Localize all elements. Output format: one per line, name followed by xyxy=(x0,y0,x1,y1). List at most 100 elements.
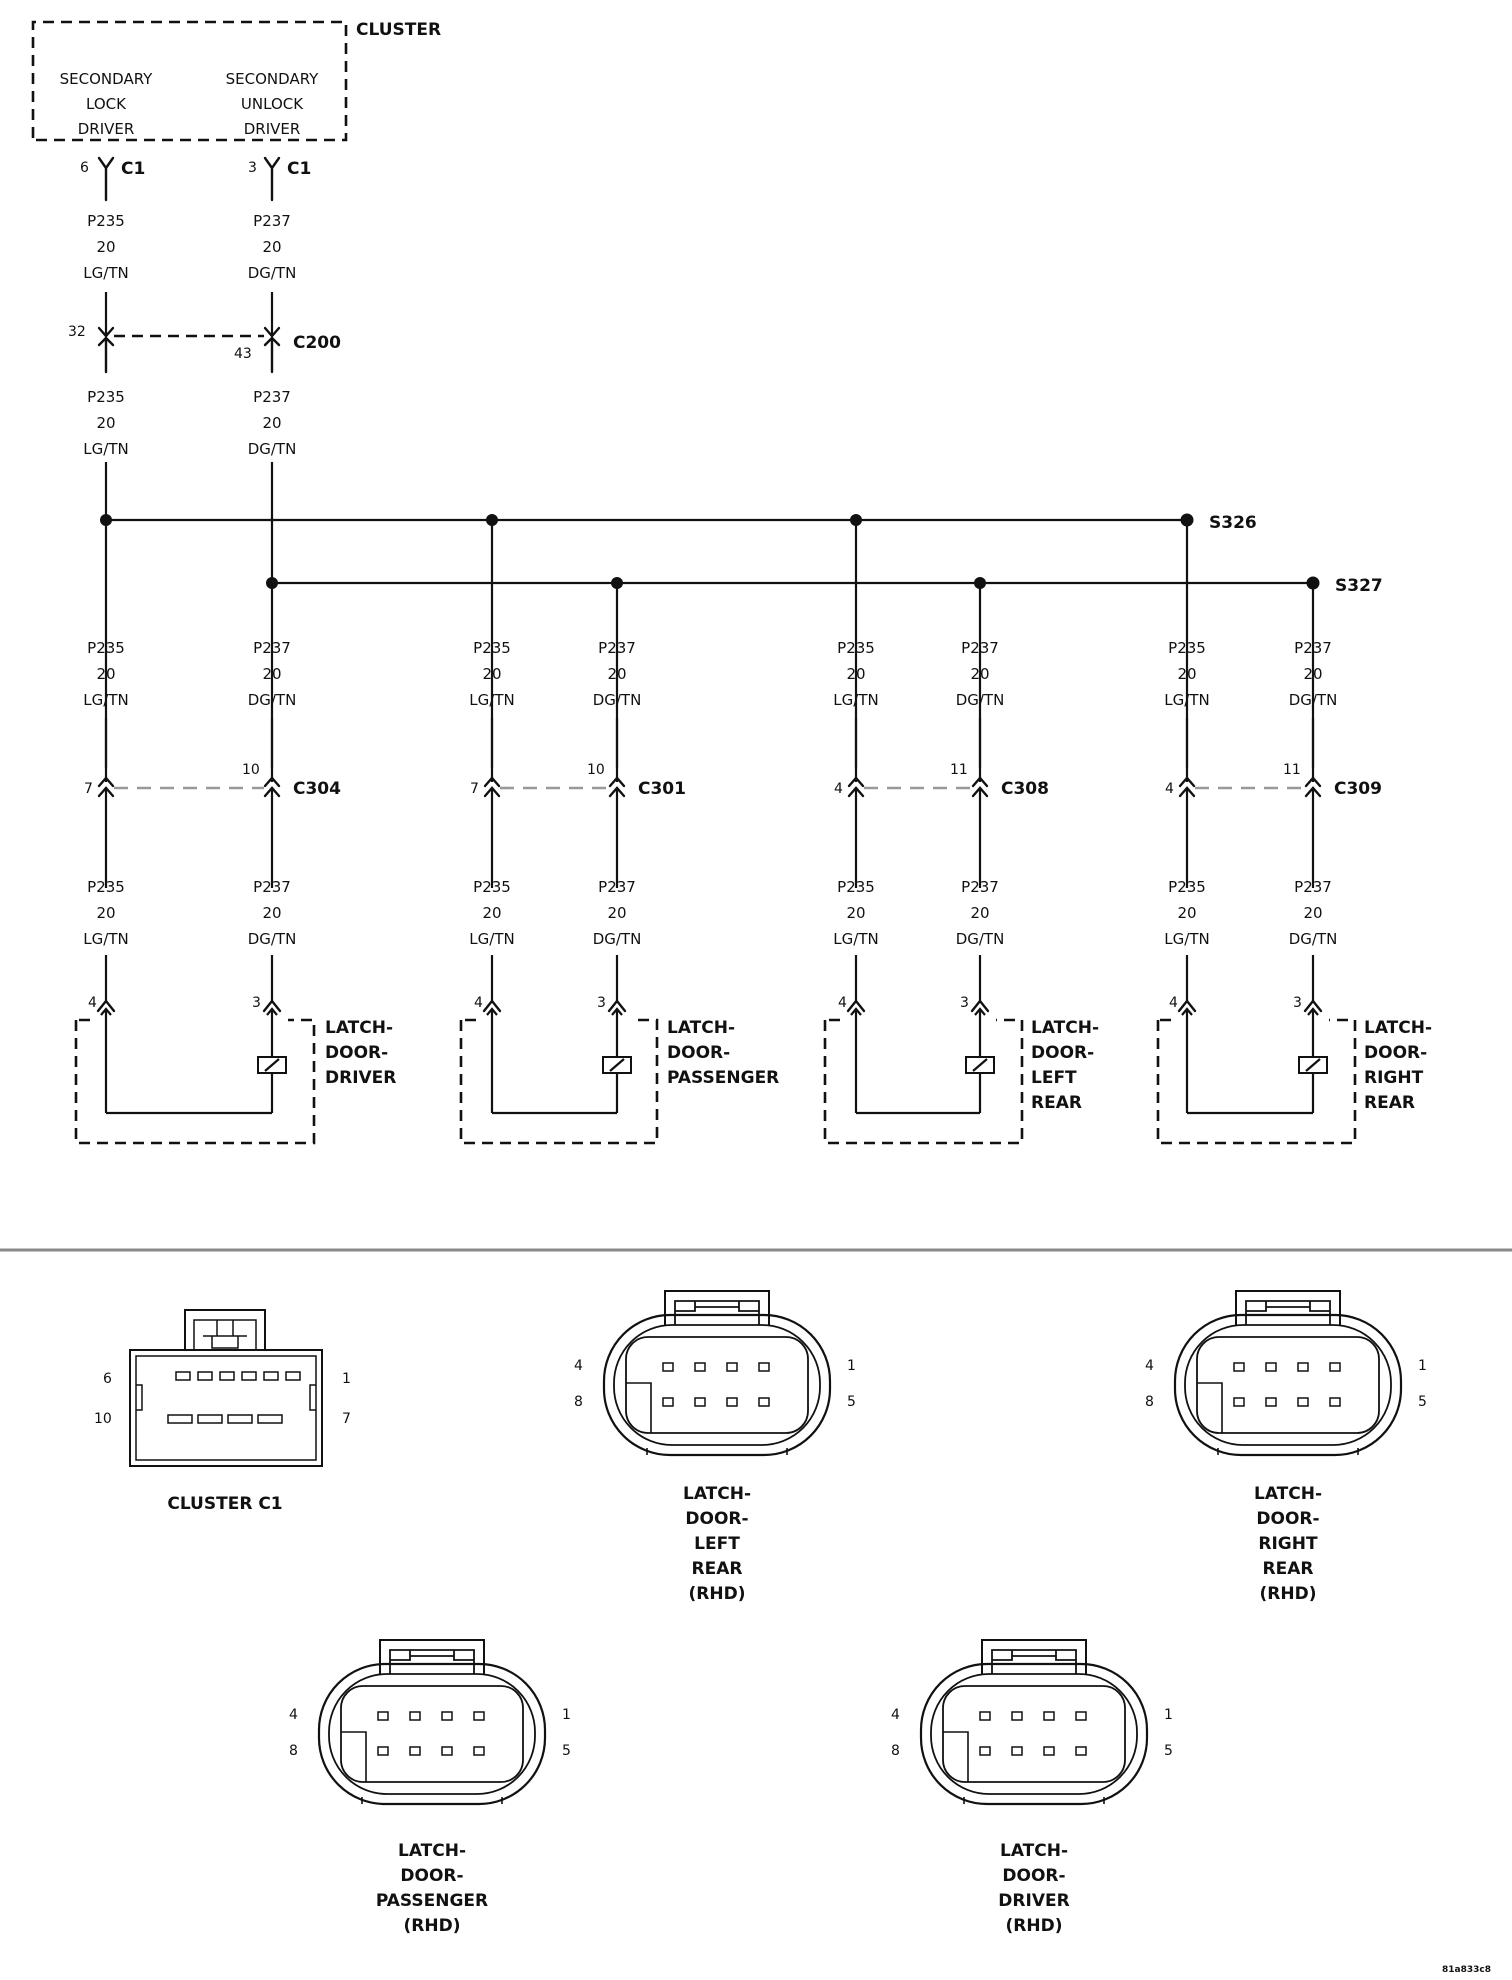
svg-text:5: 5 xyxy=(847,1394,856,1410)
svg-text:3: 3 xyxy=(252,995,261,1011)
svg-text:8: 8 xyxy=(574,1394,583,1410)
svg-text:P237: P237 xyxy=(598,878,636,896)
svg-text:DG/TN: DG/TN xyxy=(593,930,642,948)
door-branch-c308: P23520LG/TNP23720DG/TN411C308P23520LG/TN… xyxy=(823,520,1099,1145)
conn-lock-pin: 4 xyxy=(834,781,843,797)
svg-text:20: 20 xyxy=(846,904,865,922)
conn-lock-pin: 4 xyxy=(1165,781,1174,797)
latch-label-line: DOOR- xyxy=(325,1043,388,1063)
svg-text:20: 20 xyxy=(96,238,115,256)
svg-text:DG/TN: DG/TN xyxy=(248,691,297,709)
c200-label: C200 xyxy=(293,333,341,353)
svg-text:P235: P235 xyxy=(87,212,125,230)
svg-text:DG/TN: DG/TN xyxy=(956,930,1005,948)
svg-text:5: 5 xyxy=(562,1743,571,1759)
conn-lock-pin: 7 xyxy=(84,781,93,797)
svg-text:DG/TN: DG/TN xyxy=(248,264,297,282)
svg-text:5: 5 xyxy=(1418,1394,1427,1410)
latch-label-line: LATCH- xyxy=(1031,1018,1099,1038)
svg-text:LG/TN: LG/TN xyxy=(833,930,878,948)
svg-text:20: 20 xyxy=(846,665,865,683)
latch-view-label-line: DRIVER xyxy=(998,1891,1069,1911)
wire-label-lock-upper: P235 20 LG/TN xyxy=(83,212,128,282)
wire-label-unlock-mid: P237 20 DG/TN xyxy=(248,388,297,458)
latch-label-line: RIGHT xyxy=(1364,1068,1424,1088)
svg-text:20: 20 xyxy=(262,414,281,432)
latch-label-line: REAR xyxy=(1031,1093,1082,1113)
lock-driver-line3: DRIVER xyxy=(78,120,135,138)
svg-text:20: 20 xyxy=(970,665,989,683)
svg-text:P235: P235 xyxy=(87,878,125,896)
unlock-driver-line3: DRIVER xyxy=(244,120,301,138)
figure-id: 81a833c8 xyxy=(1442,1965,1491,1975)
svg-text:8: 8 xyxy=(1145,1394,1154,1410)
svg-text:4: 4 xyxy=(838,995,847,1011)
latch-label-line: REAR xyxy=(1364,1093,1415,1113)
svg-text:LG/TN: LG/TN xyxy=(469,691,514,709)
c1-lock-label: C1 xyxy=(121,159,145,179)
svg-text:4: 4 xyxy=(289,1707,298,1723)
svg-text:DG/TN: DG/TN xyxy=(248,930,297,948)
svg-text:20: 20 xyxy=(607,665,626,683)
svg-text:20: 20 xyxy=(262,665,281,683)
c200-unlock-pin: 43 xyxy=(234,346,252,362)
svg-text:LG/TN: LG/TN xyxy=(833,691,878,709)
svg-text:P235: P235 xyxy=(1168,639,1206,657)
svg-text:P237: P237 xyxy=(1294,878,1332,896)
latch-view-label-line: (RHD) xyxy=(1260,1584,1317,1604)
svg-text:LG/TN: LG/TN xyxy=(83,930,128,948)
conn-name: C301 xyxy=(638,779,686,799)
latch-label-line: LATCH- xyxy=(667,1018,735,1038)
svg-text:1: 1 xyxy=(562,1707,571,1723)
s326-splice-bus: S326 xyxy=(100,513,1257,533)
svg-text:20: 20 xyxy=(1177,904,1196,922)
svg-text:20: 20 xyxy=(482,665,501,683)
latch-label-line: LATCH- xyxy=(1364,1018,1432,1038)
wire-label-lock-mid: P235 20 LG/TN xyxy=(83,388,128,458)
cluster-c1-pins: 6 C1 3 C1 xyxy=(80,156,311,202)
svg-text:P237: P237 xyxy=(961,639,999,657)
svg-text:DG/TN: DG/TN xyxy=(956,691,1005,709)
c1-unlock-pin: 3 xyxy=(248,160,257,176)
door-branch-c304: P23520LG/TNP23720DG/TN710C304P23520LG/TN… xyxy=(74,520,396,1145)
svg-text:20: 20 xyxy=(262,238,281,256)
svg-text:20: 20 xyxy=(262,904,281,922)
c1-lock-pin: 6 xyxy=(80,160,89,176)
latch-label-line: PASSENGER xyxy=(667,1068,779,1088)
conn-lock-pin: 7 xyxy=(470,781,479,797)
svg-text:DG/TN: DG/TN xyxy=(593,691,642,709)
conn-name: C308 xyxy=(1001,779,1049,799)
conn-unlock-pin: 11 xyxy=(1283,762,1301,778)
svg-text:4: 4 xyxy=(474,995,483,1011)
svg-text:20: 20 xyxy=(1303,665,1322,683)
svg-text:P237: P237 xyxy=(253,388,291,406)
latch-door-1: LATCH- DOOR- PASSENGER xyxy=(459,1018,779,1145)
latch-view-label-line: RIGHT xyxy=(1258,1534,1318,1554)
latch-label-line: DOOR- xyxy=(667,1043,730,1063)
c200-connector: 32 43 C200 xyxy=(68,292,341,374)
cluster-c1-view: 6 1 10 7 CLUSTER C1 xyxy=(94,1309,351,1514)
latch-label-line: DOOR- xyxy=(1364,1043,1427,1063)
svg-text:4: 4 xyxy=(574,1358,583,1374)
latch-view-label-line: DOOR- xyxy=(1002,1866,1065,1886)
svg-text:P237: P237 xyxy=(1294,639,1332,657)
svg-text:20: 20 xyxy=(482,904,501,922)
latch-view-label-line: REAR xyxy=(1263,1559,1314,1579)
svg-text:P237: P237 xyxy=(961,878,999,896)
latch-view-label-line: LATCH- xyxy=(683,1484,751,1504)
latch-view-label-line: PASSENGER xyxy=(376,1891,488,1911)
unlock-driver-line2: UNLOCK xyxy=(241,95,304,113)
svg-text:DG/TN: DG/TN xyxy=(1289,691,1338,709)
svg-text:4: 4 xyxy=(1145,1358,1154,1374)
svg-text:20: 20 xyxy=(607,904,626,922)
svg-text:4: 4 xyxy=(891,1707,900,1723)
